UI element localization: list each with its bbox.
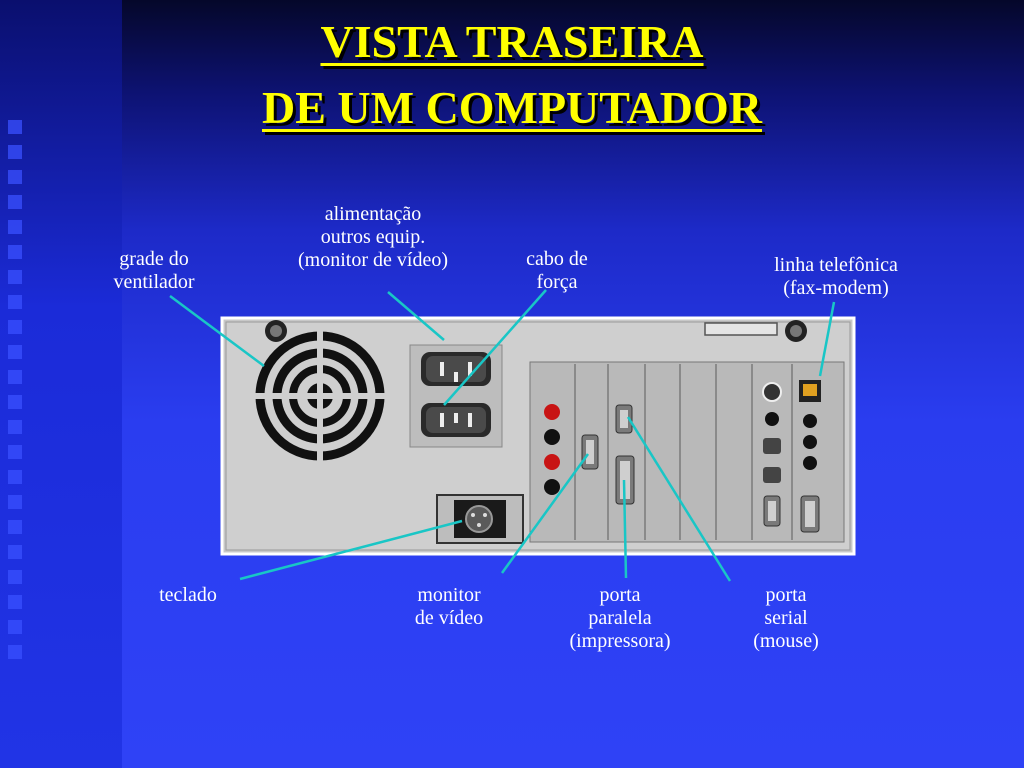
leader-line-parallel-port bbox=[622, 479, 628, 579]
fan-grille-icon bbox=[254, 330, 386, 462]
drive-slot bbox=[704, 322, 778, 336]
leader-line-phone-line bbox=[818, 301, 836, 377]
serial-port-icon bbox=[800, 495, 820, 533]
slide-title-line-2: DE UM COMPUTADOR bbox=[262, 82, 762, 133]
serial-port-icon bbox=[615, 404, 633, 434]
screw-icon bbox=[265, 320, 287, 342]
audio-jack-icon bbox=[765, 412, 779, 426]
audio-jack-icon bbox=[803, 456, 817, 470]
label-video-monitor: monitor de vídeo bbox=[414, 584, 484, 629]
ps2-mouse-port-icon bbox=[762, 382, 782, 402]
decorative-left-strip bbox=[0, 0, 122, 768]
label-power-outlet: alimentação outros equip. (monitor de ví… bbox=[298, 203, 448, 271]
audio-jack-icon bbox=[803, 414, 817, 428]
audio-jack-icon bbox=[544, 429, 560, 445]
slide-title-line-1: VISTA TRASEIRA bbox=[320, 16, 704, 67]
audio-jack-icon bbox=[803, 435, 817, 449]
audio-jack-icon bbox=[544, 404, 560, 420]
vga-port-icon bbox=[581, 434, 599, 470]
leader-line-video-monitor bbox=[500, 453, 590, 574]
keyboard-port-icon bbox=[465, 505, 493, 533]
leader-line-serial-port bbox=[626, 416, 732, 582]
serial-port-icon bbox=[763, 495, 781, 527]
leader-line-keyboard bbox=[239, 519, 463, 581]
power-outlet-icon bbox=[421, 352, 491, 386]
label-serial-port: porta serial (mouse) bbox=[753, 584, 819, 652]
audio-jack-icon bbox=[544, 479, 560, 495]
label-keyboard: teclado bbox=[159, 584, 217, 606]
label-parallel-port: porta paralela (impressora) bbox=[569, 584, 671, 652]
leader-line-power-outlet bbox=[387, 291, 445, 341]
screw-icon bbox=[785, 320, 807, 342]
phone-jack-icon bbox=[799, 380, 821, 402]
leader-line-fan-grille bbox=[169, 294, 265, 368]
usb-port-icon bbox=[763, 467, 781, 483]
decorative-squares bbox=[8, 120, 26, 670]
usb-port-icon bbox=[763, 438, 781, 454]
leader-line-power-cable bbox=[443, 289, 547, 406]
label-fan-grille: grade do ventilador bbox=[113, 248, 195, 293]
power-inlet-icon bbox=[421, 403, 491, 437]
label-power-cable: cabo de força bbox=[526, 248, 588, 293]
audio-jack-icon bbox=[544, 454, 560, 470]
label-phone-line: linha telefônica (fax-modem) bbox=[774, 254, 898, 299]
